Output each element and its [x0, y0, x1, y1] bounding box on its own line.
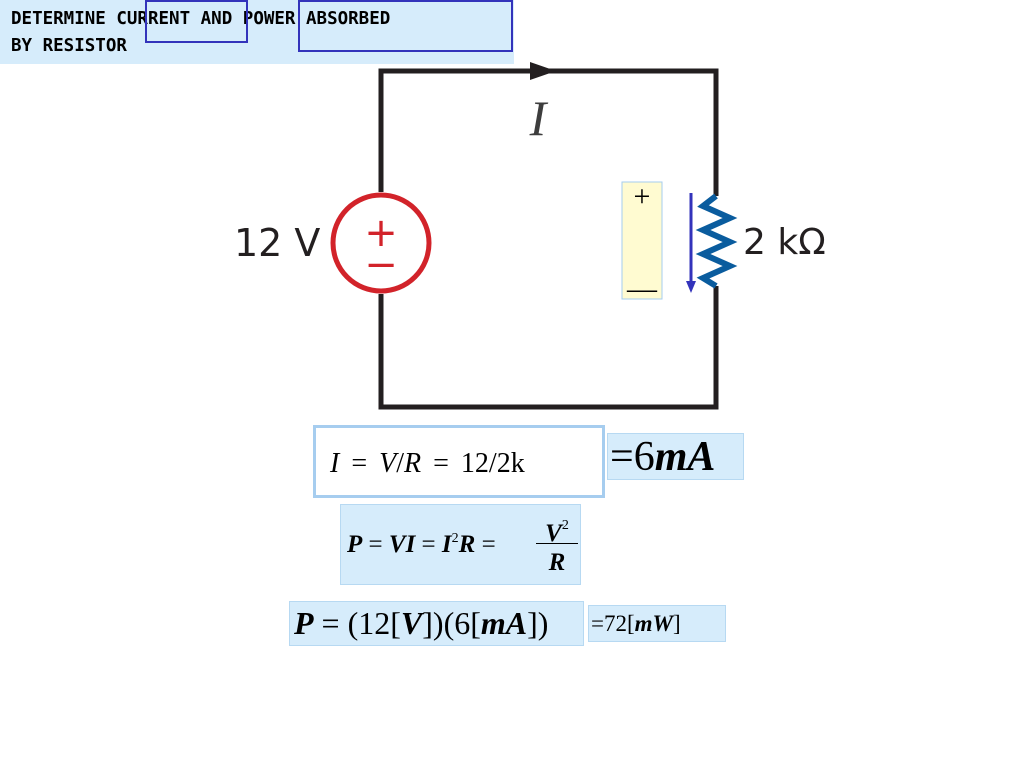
eq-unit-v: V [400, 605, 423, 641]
source-voltage-label: 12 V [234, 221, 320, 265]
eq-close-bracket: ]) [527, 605, 549, 641]
eq-ohm-value: 12/2k [460, 448, 525, 479]
current-direction-arrow [530, 62, 556, 80]
frac-numerator: V [545, 520, 562, 547]
eq-equals: = [368, 531, 383, 558]
polarity-box [621, 181, 663, 300]
eq-equals: = [421, 531, 436, 558]
resistor-plus-sign: + [634, 180, 651, 213]
resistor-minus-sign: — [626, 272, 658, 305]
v-squared-over-r-fraction: V2 R [536, 509, 578, 578]
ohms-law-equation: I = V/R = 12/2k [313, 425, 605, 498]
eq-exponent: 2 [451, 531, 459, 546]
source-minus-sign: − [364, 242, 398, 288]
eq-voltage-number: (12[ [347, 605, 401, 641]
resistor [695, 193, 738, 289]
eq-symbol-p: P [294, 605, 314, 641]
highlight-current [145, 0, 248, 43]
highlight-power-absorbed [298, 0, 513, 52]
power-calculation: P = (12[V])(6[mA]) [289, 601, 584, 646]
title-line-1: DETERMINE CURRENT AND POWER ABSORBED [11, 9, 391, 29]
eq-symbol-r: R [458, 531, 476, 558]
eq-slash: / [396, 448, 405, 479]
fraction-bar [536, 543, 578, 544]
frac-denominator: R [548, 549, 566, 576]
eq-symbol-p: P [347, 531, 363, 558]
current-result: =6mA [607, 433, 744, 480]
resistor-value-label: 2 kΩ [743, 222, 826, 263]
current-value: 6 [633, 434, 655, 480]
power-formula: P = VI = I2R = V2 R [340, 504, 581, 585]
source-plus-sign: + [364, 210, 398, 256]
eq-symbol-v: V [379, 448, 397, 479]
eq-current-number: ])(6[ [422, 605, 481, 641]
eq-symbol-r: R [404, 448, 422, 479]
voltage-drop-arrowhead [686, 281, 696, 293]
power-result: =72[mW] [588, 605, 726, 642]
voltage-source [330, 192, 432, 294]
eq-close-bracket: ] [673, 611, 681, 636]
eq-equals: = [321, 605, 340, 641]
eq-equals: = [591, 611, 604, 636]
eq-equals: = [481, 531, 496, 558]
title-banner: DETERMINE CURRENT AND POWER ABSORBED BY … [0, 0, 514, 64]
eq-symbol-i: I [441, 531, 452, 558]
eq-symbol-i: I [330, 448, 340, 479]
power-unit: mW [634, 611, 673, 636]
title-line-2: BY RESISTOR [11, 36, 127, 56]
frac-exponent: 2 [561, 518, 569, 533]
eq-symbol-vi: VI [388, 531, 416, 558]
eq-unit-ma: mA [480, 605, 528, 641]
eq-equals: = [351, 448, 368, 479]
eq-equals: = [433, 448, 449, 479]
power-value: 72[ [603, 611, 635, 636]
eq-equals: = [610, 434, 634, 480]
current-label: I [529, 90, 549, 146]
current-unit: mA [654, 434, 716, 480]
